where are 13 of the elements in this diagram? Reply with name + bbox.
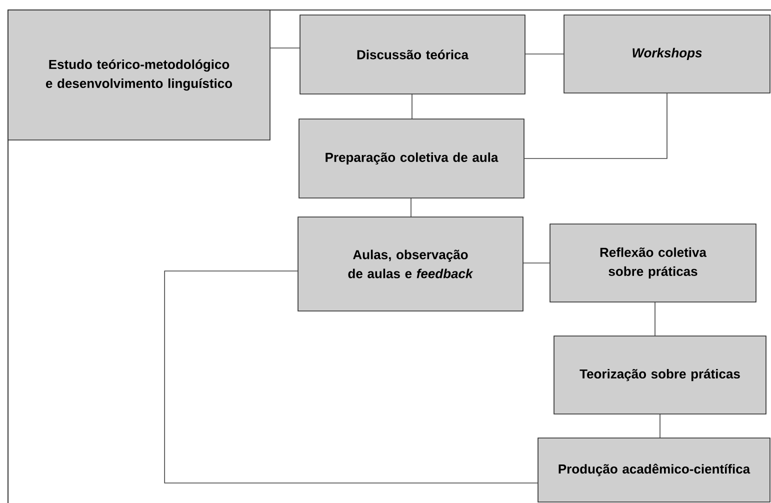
process-box: Estudo teórico-metodológico e desenvolvimento linguístico [8, 10, 270, 140]
connector-line [524, 93, 668, 159]
process-box: Discussão teórica [300, 14, 526, 94]
process-box: Produção acadêmico-científica [538, 438, 770, 502]
process-box: Aulas, observação de aulas e feedback [298, 216, 524, 312]
process-box: Reflexão coletiva sobre práticas [550, 224, 756, 302]
connector-line [410, 198, 412, 218]
process-box: Workshops [564, 14, 770, 94]
connector-line [164, 270, 538, 484]
process-box: Teorização sobre práticas [554, 336, 766, 414]
connector-line [654, 302, 656, 336]
connector-line [522, 262, 550, 264]
process-box: Preparação coletiva de aula [298, 118, 524, 198]
